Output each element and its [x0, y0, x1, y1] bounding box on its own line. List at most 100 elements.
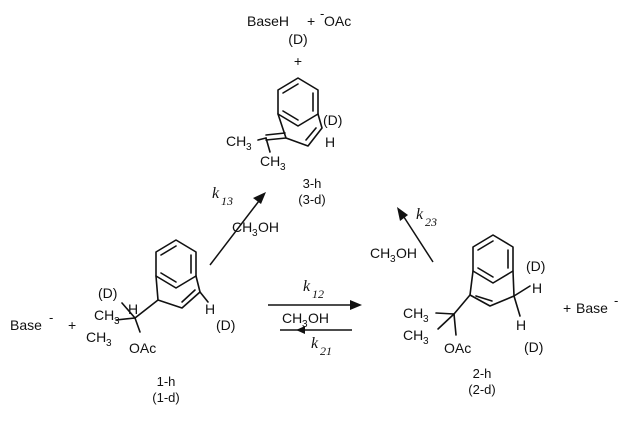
- oac-label-1: OAc: [129, 340, 156, 356]
- ch3-top-sub: 3: [114, 316, 120, 327]
- ch3-bottom-label: CH: [260, 153, 280, 169]
- top-byproducts: BaseH + - OAc (D) +: [247, 6, 351, 69]
- five-ring: [277, 113, 323, 147]
- forward-arrow-head: [350, 300, 362, 310]
- ch2-h-bond: [513, 295, 521, 317]
- deuterium-label-1: (D): [98, 285, 117, 301]
- compound-1-labels: (D) CH 3 H CH 3 OAc H (D) 1-h (1-d): [86, 285, 235, 405]
- arrow-head: [397, 207, 408, 221]
- k13-sub: 13: [221, 194, 233, 208]
- k12-solvent: CH: [282, 310, 302, 326]
- exocyclic-bond: [265, 132, 286, 136]
- base-anion-label-right: Base: [576, 300, 608, 316]
- acetate-label: OAc: [324, 13, 351, 29]
- arrow-line: [401, 213, 434, 263]
- compound-2-labels: CH 3 CH 3 OAc H (D) H (D) 2-h (2-d): [403, 258, 545, 397]
- acetate-charge: -: [320, 6, 324, 21]
- ch3-top-label: CH: [94, 307, 114, 323]
- substituent-bond: [134, 299, 159, 319]
- plus-sign-left: +: [68, 317, 76, 333]
- ring-double-bond: [477, 240, 494, 251]
- k13-solvent-oh: OH: [258, 219, 279, 235]
- k21-k: k: [311, 335, 319, 352]
- ch3-bottom-sub: 3: [280, 162, 286, 173]
- ring-double-bond: [160, 245, 177, 256]
- arrow-k13: k 13 CH 3 OH: [209, 185, 279, 266]
- k21-sub: 21: [320, 344, 332, 358]
- k12-solvent-oh: OH: [308, 310, 329, 326]
- k12-k: k: [303, 278, 311, 295]
- compound-2d-name: (2-d): [468, 382, 495, 397]
- plus-sign-top: +: [307, 13, 315, 29]
- arrow-k12-k21: k 12 CH 3 OH k 21: [268, 278, 362, 358]
- hydrogen-lower-label: H: [516, 317, 526, 333]
- oac-label-2: OAc: [444, 340, 471, 356]
- vinyl-h-label-1: H: [205, 301, 215, 317]
- ring-double-bond: [475, 295, 493, 302]
- compound-1h-name: 1-h: [157, 374, 176, 389]
- plus-sign-right: +: [563, 300, 571, 316]
- plus-sign-below: +: [294, 53, 302, 69]
- compound-2-structure: [435, 234, 531, 336]
- ch3-bottom-sub: 3: [106, 338, 112, 349]
- methyl-bond: [437, 313, 455, 330]
- methyl-bond: [435, 312, 455, 315]
- base-anion-charge: -: [49, 310, 53, 325]
- deuterium-label-3: (D): [323, 112, 342, 128]
- ring-double-bond: [160, 272, 177, 283]
- compound-3d-name: (3-d): [298, 192, 325, 207]
- ch3-top-label: CH: [226, 133, 246, 149]
- product-3-structure: [257, 77, 323, 153]
- k13-k: k: [212, 185, 220, 202]
- k13-solvent: CH: [232, 219, 252, 235]
- right-reagent: + Base -: [563, 293, 618, 316]
- k12-sub: 12: [312, 287, 324, 301]
- ring-double-bond: [181, 289, 196, 303]
- compound-1-structure: [115, 239, 209, 333]
- hydrogen-label-1: H: [128, 301, 138, 317]
- benzene-ring: [277, 77, 319, 127]
- ch3-top-sub: 3: [423, 314, 429, 325]
- hydrogen-upper-label: H: [532, 280, 542, 296]
- benzene-ring: [472, 234, 514, 284]
- k23-solvent-oh: OH: [396, 245, 417, 261]
- left-reagent: Base - +: [10, 310, 76, 333]
- base-anion-charge-right: -: [614, 293, 618, 308]
- k12-solvent-sub: 3: [302, 319, 308, 330]
- exocyclic-bond: [265, 137, 287, 141]
- five-ring: [469, 270, 515, 307]
- methyl-bond: [121, 302, 136, 319]
- product-3-labels: CH 3 CH 3 (D) H 3-h (3-d): [226, 112, 342, 207]
- base-h-label: BaseH: [247, 13, 289, 29]
- arrow-k23: k 23 CH 3 OH: [370, 206, 437, 265]
- vinyl-d-label-1: (D): [216, 317, 235, 333]
- deuterium-lower-label: (D): [524, 339, 543, 355]
- k13-solvent-sub: 3: [252, 228, 258, 239]
- k23-solvent-sub: 3: [390, 254, 396, 265]
- deuterium-label-top: (D): [288, 31, 307, 47]
- base-anion-label: Base: [10, 317, 42, 333]
- ch3-top-sub: 3: [246, 142, 252, 153]
- k23-solvent: CH: [370, 245, 390, 261]
- ring-double-bond: [477, 267, 494, 278]
- k23-k: k: [416, 206, 424, 223]
- arrow-line: [209, 196, 263, 266]
- ch3-bottom-label: CH: [86, 329, 106, 345]
- methyl-bond: [257, 137, 267, 141]
- benzene-ring: [155, 239, 197, 289]
- methyl-bond: [265, 137, 271, 153]
- deuterium-upper-label: (D): [526, 258, 545, 274]
- ring-double-bond: [282, 83, 299, 94]
- oac-bond: [453, 313, 457, 336]
- vinyl-h-bond: [199, 291, 209, 303]
- compound-2h-name: 2-h: [473, 366, 492, 381]
- ring-double-bond: [282, 110, 299, 121]
- compound-1d-name: (1-d): [152, 390, 179, 405]
- ch3-top-label: CH: [403, 305, 423, 321]
- methyl-bond: [115, 317, 136, 321]
- reverse-arrow-head: [296, 326, 305, 334]
- arrow-head: [253, 192, 266, 204]
- ch2-h-bond: [513, 285, 531, 297]
- ch3-bottom-sub: 3: [423, 336, 429, 347]
